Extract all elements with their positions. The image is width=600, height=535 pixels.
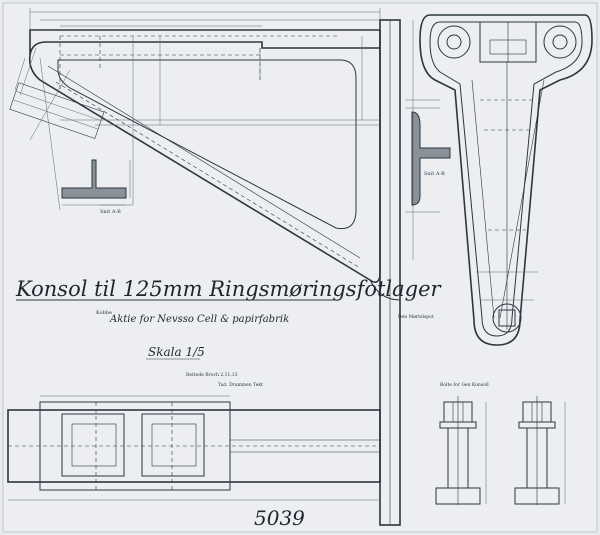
subtitle-prefix: Kobbe — [96, 310, 112, 316]
bracket-front-elevation — [419, 14, 593, 346]
bolt-caption: Bolte for Gen Konsoll — [440, 382, 489, 388]
profile-label: Snit A-B — [100, 209, 121, 215]
bolt-left — [435, 396, 487, 505]
drawing-subtitle: Aktie for Nevsso Cell & papirfabrik — [109, 314, 289, 325]
drawing-note-2: Tad. Drammen Tekt — [218, 382, 263, 388]
drawing-number: 5039 — [254, 506, 305, 530]
drawing-title: Konsol til 125mm Ringsmøringsfotlager — [15, 277, 443, 301]
wall-label: Den Mørtelspot — [398, 314, 434, 320]
bracket-side-elevation — [9, 8, 414, 526]
drawing-scale: Skala 1/5 — [148, 345, 205, 359]
section-label: Snit A-B — [424, 171, 445, 177]
bolt-right — [514, 396, 566, 505]
bracket-plan-view — [7, 395, 381, 501]
drawing-note-1: Rettede Broch 2.11.13 — [186, 372, 238, 378]
t-section-profile — [61, 159, 131, 206]
wall-t-section — [405, 99, 451, 213]
